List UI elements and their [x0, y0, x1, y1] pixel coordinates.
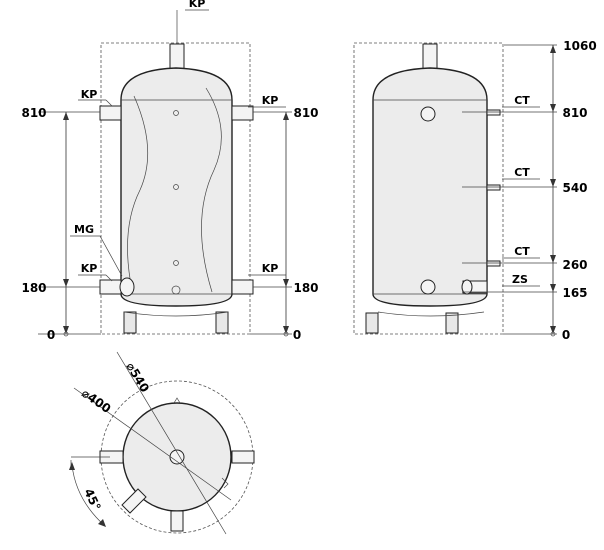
- d400-label: ⌀400: [79, 386, 113, 416]
- kp-right-upper-label: KP: [262, 94, 279, 107]
- ct-lower-label: CT: [514, 245, 530, 258]
- top-view: ⌀540 ⌀400 45°: [69, 351, 255, 535]
- left-upper-nozzle: [99, 105, 122, 121]
- top-kp-label: KP: [189, 0, 206, 10]
- front-tank-body: [120, 67, 233, 307]
- ct-stub: [486, 260, 501, 267]
- side-leg: [445, 312, 459, 334]
- sensor-port: [173, 260, 179, 266]
- ct-upper-label: CT: [514, 94, 530, 107]
- kp-left-lower-label: KP: [81, 262, 98, 275]
- h1060-label: 1060: [563, 39, 596, 53]
- left-810-label: 810: [21, 106, 46, 120]
- mg-label: MG: [74, 223, 94, 236]
- right-810-label: 810: [293, 106, 318, 120]
- ct-stub: [486, 184, 501, 191]
- front-view: KP KP KP KP KP MG: [21, 0, 318, 342]
- front-leg: [215, 311, 229, 334]
- ct-stub: [486, 109, 501, 116]
- ct-middle-label: CT: [514, 166, 530, 179]
- right-upper-nozzle: [231, 105, 254, 121]
- front-leg: [123, 311, 137, 334]
- right-180-label: 180: [293, 281, 318, 295]
- h165-label: 165: [562, 286, 587, 300]
- side-view: CT CT CT ZS 1060 810 540 260 165 0: [353, 39, 597, 342]
- drain-port: [171, 285, 181, 295]
- left-0-label: 0: [47, 328, 55, 342]
- left-lower-nozzle: [99, 279, 122, 295]
- sensor-port: [173, 110, 179, 116]
- h0-side-label: 0: [562, 328, 570, 342]
- h810-label: 810: [562, 106, 587, 120]
- upper-flange: [420, 106, 436, 122]
- sensor-port: [173, 184, 179, 190]
- d400-line: [73, 387, 232, 501]
- d540-label: ⌀540: [123, 360, 152, 395]
- mg-flange: [119, 277, 135, 297]
- kp-left-upper-label: KP: [81, 88, 98, 101]
- h540-label: 540: [562, 181, 587, 195]
- d540-line: [116, 351, 227, 535]
- angle-label: 45°: [81, 486, 103, 512]
- angle-arc: [71, 464, 106, 527]
- zs-label: ZS: [512, 273, 528, 286]
- kp-right-lower-label: KP: [262, 262, 279, 275]
- center-nozzle: [169, 449, 185, 465]
- right-0-label: 0: [293, 328, 301, 342]
- h260-label: 260: [562, 258, 587, 272]
- side-leg: [365, 312, 379, 334]
- lower-flange: [420, 279, 436, 295]
- right-lower-nozzle: [231, 279, 254, 295]
- top-diag-nozzle: [121, 488, 147, 514]
- left-180-label: 180: [21, 281, 46, 295]
- top-bottom-nozzle: [170, 510, 184, 532]
- top-right-nozzle: [231, 450, 255, 464]
